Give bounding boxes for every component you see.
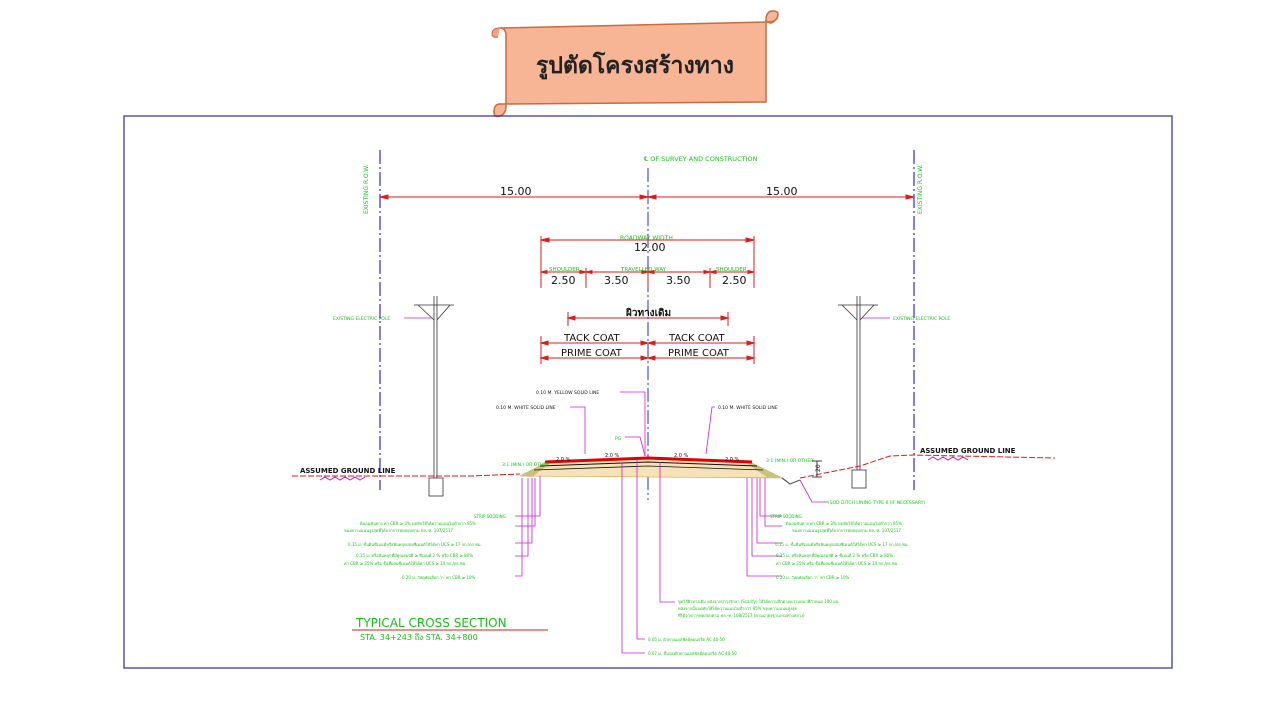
ground-label-left: ASSUMED GROUND LINE [300,467,396,475]
section-title: TYPICAL CROSS SECTION [355,616,507,630]
shoulder-right-label: SHOULDER [716,267,747,273]
right-note-5: 0.15 ม. หรือหินคลุกที่มีคุณสมบัติ ≥ ซีเม… [776,553,893,559]
dim-right-value: 15.00 [766,185,798,198]
shoulder-right-value: 2.50 [722,274,747,287]
bottom-note-2: หลังจากนั้นบดทับให้ได้ความแน่นไม่ต่ำกว่า… [678,604,798,612]
right-note-2: ดินถมคันทาง ค่า CBR ≥ 3% บดทับให้ได้ความ… [786,521,902,526]
roadway-value: 12.00 [634,241,666,254]
ditch-label: (SOD DITCH LINING TYPE II (IF NECESSARY) [828,500,925,506]
subbase-course [533,465,764,471]
tack-coat-left: TACK COAT [563,333,620,344]
left-note-3: ของความแน่นสูงสุดที่ได้จากการทดสอบตาม ทล… [344,528,453,534]
electric-pole-right [838,296,878,489]
right-note-7: 0.20 ม. วัสดุคัดเลือก ‘ก’ ค่า CBR ≥ 10% [776,575,850,581]
white-line-left-label: 0.10 M. WHITE SOLID LINE [496,405,556,411]
section-subtitle: STA. 34+243 ถึง STA. 34+800 [360,633,478,642]
ground-hatch-left [319,476,366,481]
lane-left-value: 3.50 [604,274,629,287]
slope-mid-left: 2.0 % [605,453,620,459]
ground-hatch-right [927,456,969,461]
shoulder-left-label: SHOULDER [549,267,580,273]
row-label-right: EXISTING R.O.W. [917,165,924,214]
centerline-label: ℄ OF SURVEY AND CONSTRUCTION [644,155,758,163]
pg-label: PG [615,436,622,442]
electric-pole-left [414,296,454,497]
slope-left: 2.0 % [556,457,571,463]
side-slope-right: 3:1 (MIN.) OR OTHER [766,458,813,464]
right-note-4: 0.15 ม. ชั้นดินซีเมนต์หรือหินคลุกผสมซีเม… [775,540,909,548]
row-label-left: EXISTING R.O.W. [363,165,370,214]
bottom-note-leaders [621,460,675,654]
left-note-leaders [515,476,541,577]
prime-coat-right: PRIME COAT [668,348,730,359]
prime-coat-left: PRIME COAT [561,348,623,359]
side-ditch [781,477,801,485]
yellow-line-label: 0.10 M. YELLOW SOLID LINE [536,390,599,396]
ground-label-right: ASSUMED GROUND LINE [920,447,1016,455]
ground-line-right [799,454,1056,479]
bottom-note-1: ขูดไส้ผิวทางเดิม หลังจากบำรุงรักษา (Scar… [678,599,840,605]
left-note-2: ดินถมคันทาง ค่า CBR ≥ 3% บดทับให้ได้ความ… [360,521,476,526]
dimension-roadway [540,236,755,288]
banner-title: รูปตัดโครงสร้างทาง [536,53,734,79]
bottom-note-5: 0.07 ม. ชั้นรองผิวทางแอสฟัลต์คอนกรีต AC … [648,649,737,656]
existing-road-label: ผิวทางเดิม [626,307,671,319]
bottom-note-4: 0.05 ม. ผิวทางแอสฟัลต์คอนกรีต AC 40-50 [648,637,725,642]
right-note-1: STRIP SODDING [770,514,802,519]
base-course [539,461,758,467]
left-note-4: 0.15 ม. ชั้นดินซีเมนต์หรือหินคลุกผสมซีเม… [348,540,482,548]
roadway-label: ROADWAY WIDTH [620,235,673,242]
dim-left-value: 15.00 [500,185,532,198]
left-note-1: STRIP SODDING [474,514,506,519]
ground-line-left [292,473,521,477]
right-note-6: ค่า CBR ≥ 25% หรือ ชั้นที่ผสมซีเมนต์ให้ไ… [776,559,899,566]
dimension-coats [539,312,756,364]
title-scroll-banner [491,10,779,118]
bottom-note-3: ที่ได้จากการทดสอบตาม ทล.-ท. 108/2517 (ตา… [678,613,805,618]
left-note-7: 0.20 ม. วัสดุคัดเลือก ‘ก’ ค่า CBR ≥ 10% [402,575,476,581]
depth-dimension [812,460,822,478]
marking-leaders [570,391,715,457]
left-note-6: ค่า CBR ≥ 25% หรือ ชั้นที่ผสมซีเมนต์ให้ไ… [344,559,467,566]
side-slope-left: 3:1 (MIN.) OR OTHER [502,462,549,468]
pole-label-right: EXISTING ELECTRIC POLE [893,316,950,322]
lane-right-value: 3.50 [666,274,691,287]
travelled-way-label: TRAVELLED WAY [620,267,667,273]
pavement-surface [544,456,753,464]
drawing-frame [123,115,1173,669]
shoulder-left-value: 2.50 [551,274,576,287]
left-note-5: 0.15 ม. หรือหินคลุกที่มีคุณสมบัติ ≥ ซีเม… [356,553,473,559]
right-note-3: ของความแน่นสูงสุดที่ได้จากการทดสอบตาม ทล… [792,528,901,534]
right-note-leaders [746,478,828,577]
tack-coat-right: TACK COAT [668,333,725,344]
slope-right: 2.0 % [725,457,740,463]
white-line-right-label: 0.10 M. WHITE SOLID LINE [718,405,778,411]
dimension-row-widths [379,194,915,200]
depth-value: 20 [815,464,822,472]
slope-mid-right: 2.0 % [674,453,689,459]
pole-label-left: EXISTING ELECTRIC POLE [333,316,390,322]
